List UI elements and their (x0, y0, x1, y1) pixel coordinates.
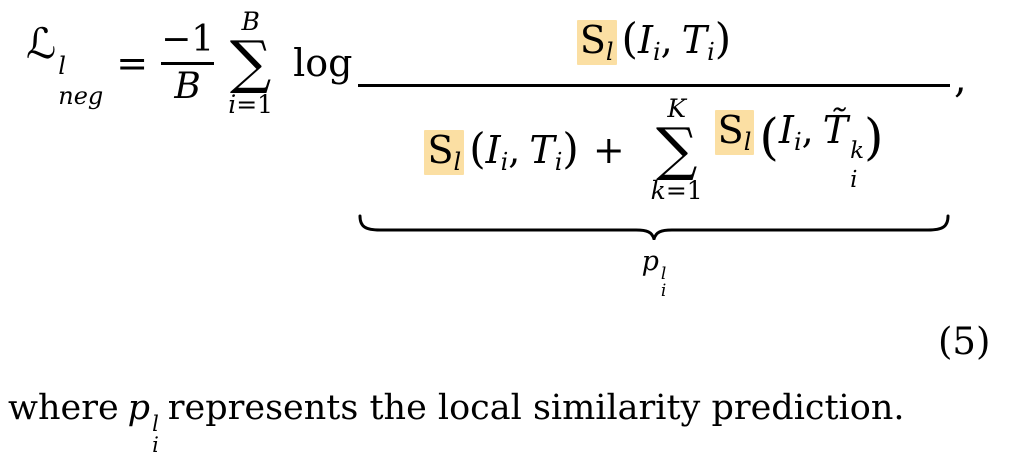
tilde-text-superscript: k (850, 137, 865, 164)
equation-number: (5) (938, 320, 991, 363)
similarity-subscript: l (743, 127, 752, 156)
close-paren: ) (714, 14, 732, 63)
coef-denominator: B (174, 65, 201, 107)
prediction-var: p (641, 246, 659, 277)
caption-suffix: represents the local similarity predicti… (167, 388, 905, 428)
summation-icon: ∑ (655, 115, 698, 183)
neg-sum-lower-limit: k=1 (651, 178, 703, 203)
close-paren: ) (562, 123, 579, 173)
close-paren-big: ) (864, 107, 884, 166)
image-var: I (485, 127, 501, 172)
plus-operator: + (592, 127, 625, 172)
coef-numerator: −1 (161, 18, 215, 60)
main-fraction-bar (358, 84, 950, 87)
prediction-subscript: i (660, 281, 667, 301)
text-var: T (529, 127, 555, 172)
image-var: I (778, 107, 794, 152)
sum-over-batch: B ∑ i=1 (228, 9, 273, 116)
similarity-subscript: l (605, 38, 614, 66)
coef-fraction-bar (161, 61, 215, 65)
similarity-symbol: S (427, 127, 454, 172)
caption-prefix: where (8, 388, 119, 428)
trailing-comma: , (954, 56, 967, 102)
neg-index-equals: = (665, 176, 687, 206)
sum-over-negatives: K ∑ k=1 (651, 96, 703, 203)
prediction-superscript: l (660, 264, 667, 284)
comma-separator: , (508, 127, 521, 172)
batch-sum-upper-limit: B (241, 7, 260, 37)
tilde-text-subscript: i (850, 166, 858, 193)
batch-index-var: i (228, 89, 237, 119)
similarity-symbol: S (717, 107, 744, 152)
log-operator: log (293, 41, 353, 85)
underbrace-icon (358, 214, 950, 240)
loss-symbol: ℒ (26, 18, 57, 68)
similarity-term: Sl(Ii,Ti) (576, 14, 732, 66)
caption-prediction-var: p (127, 388, 151, 428)
image-var-subscript: i (500, 147, 509, 176)
caption-prediction-superscript: l (152, 412, 159, 436)
neg-index-start: 1 (686, 176, 703, 206)
image-var-subscript: i (652, 38, 661, 66)
open-paren: ( (621, 14, 638, 63)
text-var: T (681, 18, 708, 62)
text-var-subscript: i (707, 38, 715, 66)
loss-superscript: l (58, 51, 66, 80)
similarity-term: Sl(Ii,Ti) (424, 123, 579, 176)
highlighted-similarity: Sl (424, 127, 465, 176)
tilde-text-var: T̃ (822, 107, 849, 152)
coefficient-fraction: −1 B (161, 18, 215, 107)
caption-prediction-subscript: i (152, 433, 159, 457)
text-var-subscript: i (554, 147, 563, 176)
comma-separator: , (801, 107, 814, 152)
loss-subscript: neg (58, 81, 104, 110)
image-var-subscript: i (793, 127, 802, 156)
equals-sign: = (116, 41, 149, 85)
comma-separator: , (660, 18, 673, 62)
highlighted-similarity: Sl (576, 18, 617, 66)
summation-icon: ∑ (229, 28, 272, 97)
neg-index-var: k (650, 176, 666, 206)
image-var: I (637, 18, 653, 62)
similarity-subscript: l (453, 147, 462, 176)
highlighted-similarity: Sl (714, 107, 755, 156)
open-paren-big: ( (759, 107, 779, 166)
neg-sum-upper-limit: K (667, 94, 686, 123)
batch-index-equals: = (236, 89, 258, 119)
fraction-numerator: Sl(Ii,Ti) (358, 14, 950, 66)
batch-index-start: 1 (257, 89, 274, 119)
batch-sum-lower-limit: i=1 (228, 92, 273, 117)
open-paren: ( (469, 123, 486, 173)
similarity-symbol: S (579, 18, 606, 62)
